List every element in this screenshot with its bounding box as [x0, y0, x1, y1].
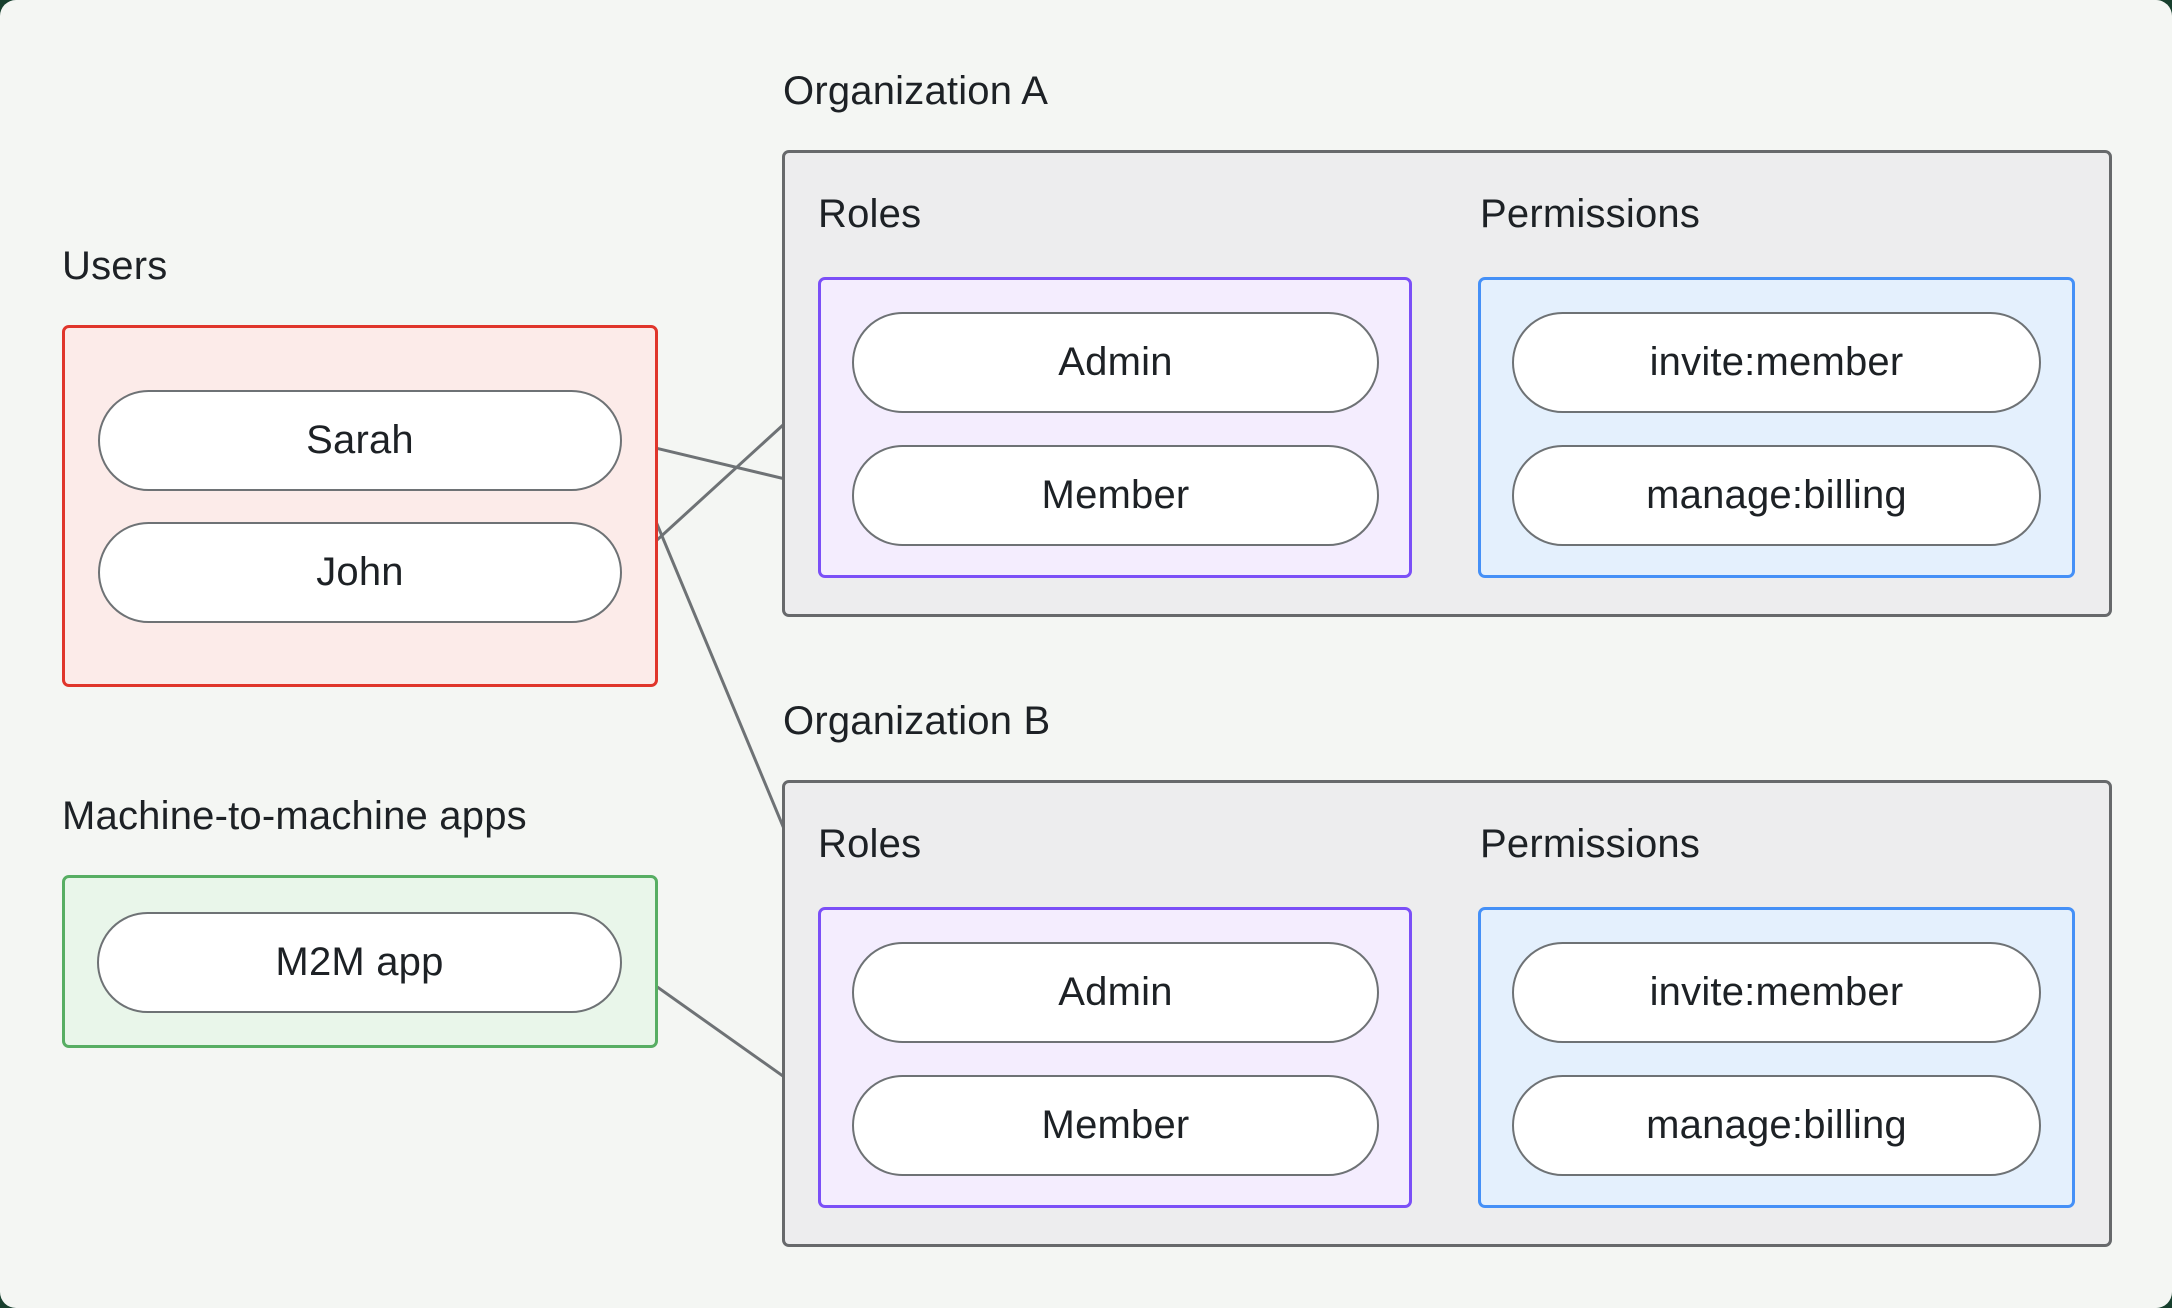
node-org-b-permission-invite-member: invite:member	[1512, 942, 2041, 1043]
node-label: M2M app	[275, 940, 444, 984]
node-label: manage:billing	[1646, 1103, 1907, 1147]
node-label: invite:member	[1649, 340, 1904, 384]
node-label: Admin	[1058, 970, 1173, 1014]
node-org-b-permission-manage-billing: manage:billing	[1512, 1075, 2041, 1176]
node-label: Admin	[1058, 340, 1173, 384]
node-label: manage:billing	[1646, 473, 1907, 517]
node-org-a-role-member: Member	[852, 445, 1379, 546]
org-a-permissions-title: Permissions	[1480, 192, 1701, 236]
users-group-title: Users	[62, 244, 168, 288]
node-label: Member	[1041, 1103, 1190, 1147]
org-b-roles-title: Roles	[818, 822, 922, 866]
users-group-box	[62, 325, 658, 687]
org-a-title: Organization A	[783, 69, 1049, 113]
node-org-a-permission-manage-billing: manage:billing	[1512, 445, 2041, 546]
node-label: invite:member	[1649, 970, 1904, 1014]
node-label: John	[316, 550, 404, 594]
node-org-b-role-member: Member	[852, 1075, 1379, 1176]
node-label: Member	[1041, 473, 1190, 517]
m2m-group-title: Machine-to-machine apps	[62, 794, 527, 838]
org-a-roles-title: Roles	[818, 192, 922, 236]
node-user-sarah: Sarah	[98, 390, 622, 491]
node-org-a-permission-invite-member: invite:member	[1512, 312, 2041, 413]
org-b-title: Organization B	[783, 699, 1051, 743]
node-user-john: John	[98, 522, 622, 623]
node-org-b-role-admin: Admin	[852, 942, 1379, 1043]
node-org-a-role-admin: Admin	[852, 312, 1379, 413]
org-b-permissions-title: Permissions	[1480, 822, 1701, 866]
node-m2m-app: M2M app	[97, 912, 622, 1013]
node-label: Sarah	[306, 418, 414, 462]
